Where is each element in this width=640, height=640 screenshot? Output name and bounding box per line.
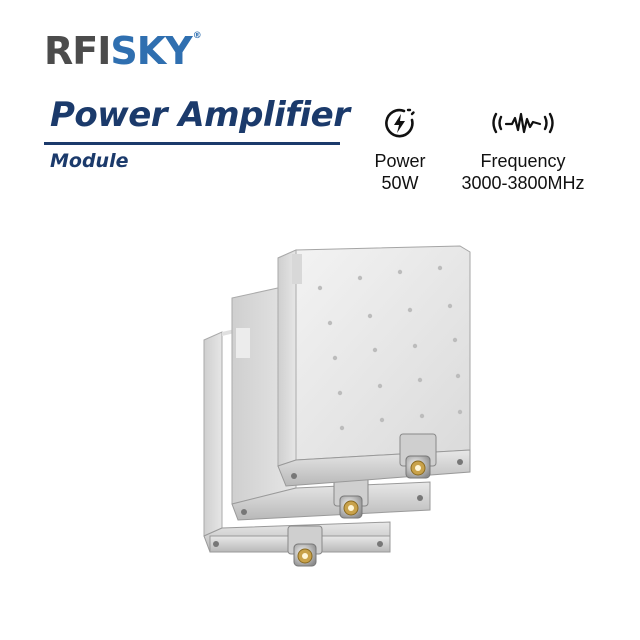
power-bolt-icon: [385, 108, 415, 138]
brand-logo: RFISKY®: [44, 29, 202, 73]
title-underline: [44, 142, 340, 145]
spec-frequency-value: 3000-3800MHz: [461, 173, 585, 193]
signal-wave-icon: [492, 112, 554, 134]
registered-mark: ®: [192, 31, 202, 41]
module-bottom: [203, 316, 391, 567]
spec-frequency: Frequency 3000-3800MHz: [448, 106, 598, 194]
page-title: Power Amplifier: [50, 95, 350, 135]
spec-power-value: 50W: [381, 173, 419, 193]
spec-power-label: Power: [374, 151, 426, 171]
brand-logo-part1: RFI: [44, 29, 111, 73]
spec-power: Power 50W: [364, 106, 436, 194]
brand-logo-part2: SKY: [110, 29, 192, 73]
product-image: [203, 245, 471, 567]
module-top: [277, 245, 471, 487]
page-subtitle: Module: [50, 150, 129, 172]
spec-frequency-label: Frequency: [480, 151, 566, 171]
